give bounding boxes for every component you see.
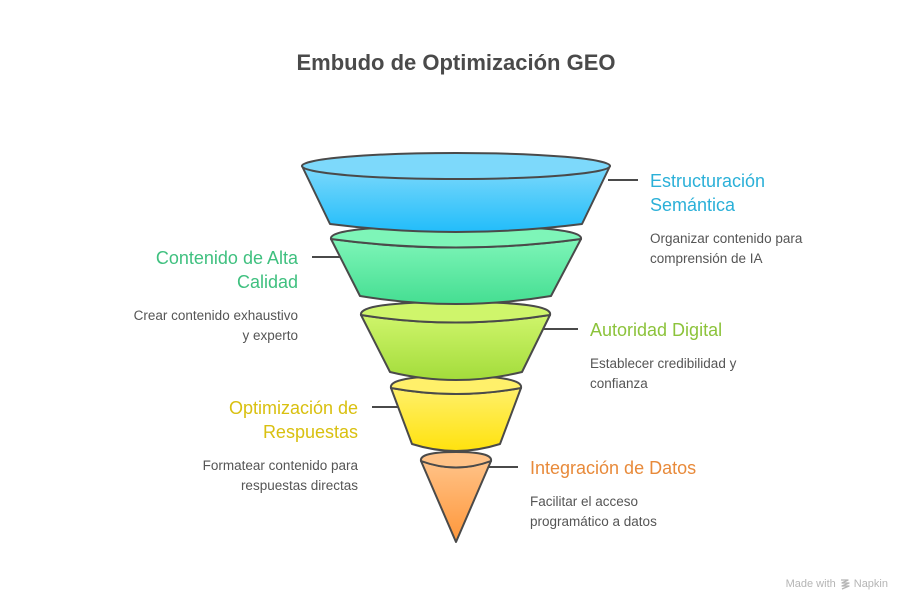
stage-5-heading: Integración de Datos	[530, 456, 696, 480]
stage-label-4: Optimización de Respuestas Formatear con…	[203, 396, 358, 496]
funnel-segment-5	[419, 450, 493, 543]
stage-2-heading: Contenido de Alta Calidad	[134, 246, 298, 294]
stage-1-heading: Estructuración Semántica	[650, 169, 802, 217]
stage-2-heading-line1: Contenido de Alta	[155, 248, 298, 268]
stage-1-heading-line1: Estructuración	[650, 171, 766, 191]
made-with-text: Made with	[785, 578, 836, 590]
made-with-napkin-badge[interactable]: Made with Napkin	[786, 578, 888, 590]
stage-5-desc-line1: Facilitar el acceso	[530, 494, 639, 509]
stage-5-heading-line1: Integración de Datos	[530, 458, 697, 478]
stage-1-heading-line2: Semántica	[650, 195, 736, 215]
stage-3-desc-line2: confianza	[590, 376, 648, 391]
stage-4-desc-line2: respuestas directas	[240, 478, 358, 493]
stage-2-description: Crear contenido exhaustivo y experto	[134, 306, 298, 346]
stage-2-desc-line2: y experto	[242, 328, 298, 343]
stage-2-heading-line2: Calidad	[236, 272, 298, 292]
stage-label-5: Integración de Datos Facilitar el acceso…	[530, 456, 696, 532]
stage-5-description: Facilitar el acceso programático a datos	[530, 492, 696, 532]
stage-4-heading-line1: Optimización de	[228, 398, 358, 418]
stage-5-desc-line2: programático a datos	[530, 514, 657, 529]
funnel-segment-4	[389, 374, 523, 452]
stage-4-heading-line2: Respuestas	[262, 422, 358, 442]
stage-2-desc-line1: Crear contenido exhaustivo	[133, 308, 298, 323]
funnel-segment-2	[330, 224, 582, 305]
stage-1-desc-line1: Organizar contenido para	[650, 231, 803, 246]
stage-3-desc-line1: Establecer credibilidad y	[590, 356, 737, 371]
stage-3-heading-line1: Autoridad Digital	[590, 320, 723, 340]
stage-4-description: Formatear contenido para respuestas dire…	[203, 456, 358, 496]
diagram-title: Embudo de Optimización GEO	[296, 50, 616, 75]
stage-label-3: Autoridad Digital Establecer credibilida…	[590, 318, 736, 394]
stage-4-heading: Optimización de Respuestas	[203, 396, 358, 444]
stage-1-desc-line2: comprensión de IA	[650, 251, 763, 266]
stage-label-1: Estructuración Semántica Organizar conte…	[650, 169, 802, 269]
stage-3-description: Establecer credibilidad y confianza	[590, 354, 736, 394]
funnel-segment-3	[360, 300, 552, 381]
stage-3-heading: Autoridad Digital	[590, 318, 736, 342]
napkin-logo-icon	[840, 578, 850, 590]
napkin-brand-text: Napkin	[853, 578, 888, 590]
funnel-segment-1	[301, 152, 611, 233]
stage-label-2: Contenido de Alta Calidad Crear contenid…	[134, 246, 298, 346]
stage-1-description: Organizar contenido para comprensión de …	[650, 229, 802, 269]
stage-4-desc-line1: Formatear contenido para	[202, 458, 358, 473]
